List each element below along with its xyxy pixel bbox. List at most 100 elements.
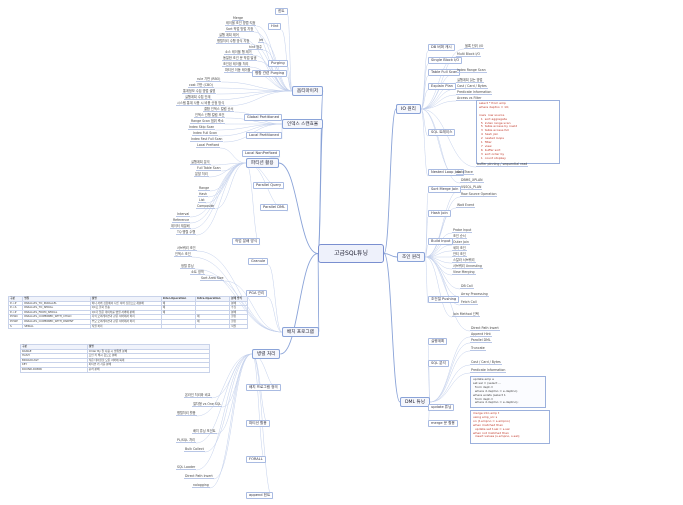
table-cell: 직렬 [229, 323, 248, 330]
mid-leaf: 실행계획 분석 [190, 160, 211, 165]
batch-leaf: Bulk Collect [184, 447, 205, 452]
connector [287, 76, 293, 92]
dml-sub: merge 문 활용 [428, 420, 458, 427]
connector [429, 342, 471, 403]
branch-parallel: 병렬 처리 [252, 349, 281, 359]
connector [425, 256, 453, 318]
io-leaf: 블록 단위 I/O [464, 44, 485, 49]
table-cell: ROUND-ROBIN [20, 367, 88, 373]
table-cell: SERIAL [22, 323, 91, 330]
join-leaf: 안티 조인 [452, 252, 467, 257]
dml-sub: update 튜닝 [428, 404, 455, 411]
connector [287, 66, 293, 92]
mid-leaf: Full Table Scan [196, 166, 222, 171]
connector [425, 244, 453, 258]
pga-node: PGA 관리 [246, 290, 268, 297]
connector [245, 162, 261, 246]
connector [214, 162, 247, 210]
batch-leaf: append 힌트 [246, 492, 274, 499]
table-cell: 순차 분배 [86, 367, 211, 373]
plan-leaf: Cost / Card / Bytes [470, 360, 502, 365]
connector [425, 232, 453, 258]
connector [278, 162, 319, 254]
optimizer-leaf: 실행계획 수립 단계 [184, 95, 212, 100]
hint-leaf: Jet [258, 38, 265, 43]
connector [251, 353, 266, 464]
connector [429, 350, 471, 403]
connector [420, 63, 429, 110]
mid-leaf: List [198, 198, 206, 203]
mid-leaf: 정렬 튜닝 [180, 264, 195, 269]
connector [420, 100, 457, 110]
hint-leaf: Merge [232, 16, 244, 21]
join-leaf: Array Processing [460, 292, 489, 297]
batch-leaf: 파티션 활용 [246, 420, 270, 427]
connector [209, 353, 253, 489]
scan-leaf: Local Prefixed [196, 143, 221, 148]
distribution-node: 작업 분배 방식 [232, 238, 261, 245]
join-leaf: Outer Join [452, 240, 470, 245]
join-leaf: 세미 조인 [452, 246, 467, 251]
optimizer-leaf: 통계정보 수집 방법 설명 [182, 89, 217, 94]
mid-leaf: Reference [172, 218, 191, 223]
io-leaf: Cost / Card / Bytes [456, 84, 488, 89]
connector [196, 353, 253, 417]
io-code-box: select * from emp where deptno = 10; row… [476, 100, 560, 164]
batch-leaf: 온라인 처리와 비교 [184, 393, 212, 398]
local-nonprefixed-node: Local NonPrefixed [242, 150, 281, 157]
io-leaf: Index Range Scan [456, 68, 487, 73]
join-leaf: 서브쿼리 Unnesting [452, 264, 483, 269]
sql-analysis-sub: SQL 분석 [428, 360, 449, 367]
hint-leaf: 테이블 조인 방법 지정 [225, 21, 257, 26]
plan-leaf: Predicate Information [470, 368, 507, 373]
mid-leaf: Interval [176, 212, 191, 217]
join-leaf: Wait Event [456, 203, 476, 208]
connector [383, 108, 397, 254]
mid-leaf: Hash [198, 192, 209, 197]
scan-leaf: Index Skip Scan [188, 125, 216, 130]
plan-leaf: Append Hint [470, 332, 492, 337]
mid-leaf: 서브쿼리 조인 [176, 246, 197, 251]
batch-leaf: 절차형 vs One SQL [192, 402, 223, 407]
plan-leaf: Truncate [470, 346, 486, 351]
hint-leaf: hint 범주 [248, 45, 264, 50]
scan-leaf: 인덱스 선행 컬럼 조건 [194, 113, 226, 118]
batch-leaf: 병렬처리 활용 [176, 411, 197, 416]
scan-leaf: Range Scan 범위 축소 [190, 119, 225, 124]
branch-join: 조인 원리 [397, 252, 426, 262]
scan-leaf: Index Full Scan [192, 131, 219, 136]
connector [196, 353, 253, 471]
connector [224, 280, 283, 333]
purge-leaf: 소스 테이블 행 제거 [224, 50, 253, 55]
connector [287, 14, 293, 92]
parallel-dml-node: Parallel DML [260, 204, 289, 211]
connector [220, 147, 247, 164]
join-sub: Nested Loop Join [428, 169, 465, 176]
connector [420, 75, 429, 110]
purging-node: Purging [268, 60, 288, 67]
connector [211, 90, 293, 101]
join-sub: 조건절 Pushing [428, 296, 460, 303]
connector [420, 72, 457, 110]
mid-leaf: 분할 처리 [194, 172, 209, 177]
optimizer-leaf: 시스템 통계 사용 시 비용 산정 방식 [176, 101, 226, 106]
plan-leaf: Direct Path Insert [470, 326, 500, 331]
io-leaf: 실행계획 읽는 방법 [456, 78, 484, 83]
batch-leaf: 배치 프로그램 정의 [246, 384, 281, 391]
connector [204, 353, 253, 453]
join-sub: Build Input [428, 238, 454, 245]
join-leaf: Join Method 선택 [452, 312, 480, 317]
connector [425, 256, 429, 304]
plan-sub: 실행계획 [428, 338, 448, 345]
connector [420, 89, 429, 110]
connector [267, 296, 283, 333]
connector [420, 108, 477, 168]
granule-node: Granule [248, 258, 269, 265]
central-topic: 고급SQL튜닝 [318, 244, 384, 263]
io-sub: Explain Plan [428, 83, 456, 90]
connector [425, 216, 429, 258]
